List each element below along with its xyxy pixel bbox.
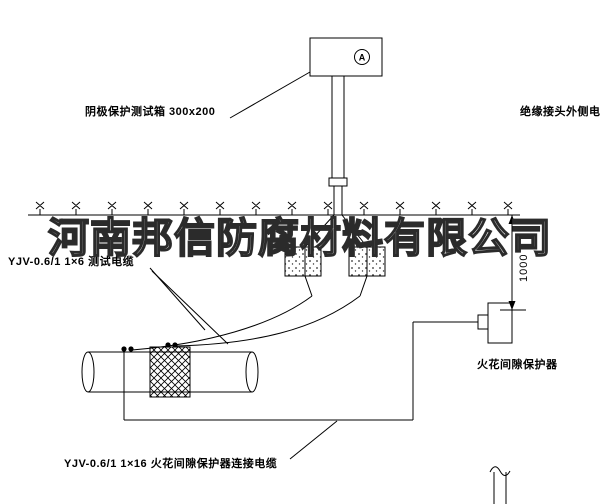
test-cable-run-2 bbox=[175, 295, 361, 347]
concrete-block-right bbox=[348, 246, 386, 277]
company-watermark: 河南邦信防腐材料有限公司 bbox=[47, 214, 552, 262]
test-cable-run-1 bbox=[131, 295, 313, 351]
leader-lines bbox=[149, 71, 338, 460]
pipe-end-left bbox=[81, 351, 95, 393]
test-cable-label: YJV-0.6/1 1×6 测试电缆 bbox=[8, 256, 135, 268]
spark-gap-protector-label: 火花间隙保护器 bbox=[477, 359, 558, 371]
dimension-line-1000 bbox=[500, 215, 526, 311]
insulated-joint-cable-label: 绝缘接头外侧电缆 bbox=[520, 106, 600, 118]
ground-hatch-marks bbox=[35, 201, 513, 215]
protector-cable-run bbox=[123, 321, 478, 421]
ammeter-label: A bbox=[359, 53, 366, 63]
test-box-label: 阴极保护测试箱 300x200 bbox=[85, 106, 216, 118]
pipe-riser-symbol bbox=[489, 466, 511, 504]
conduit-riser bbox=[328, 76, 348, 215]
cable-terminals bbox=[121, 342, 178, 352]
concrete-block-left bbox=[284, 246, 322, 277]
leader-test-box bbox=[229, 71, 311, 119]
leader-test-cable-2 bbox=[151, 270, 229, 345]
pipe-sleeve bbox=[149, 346, 191, 398]
pipe-end-right bbox=[245, 351, 259, 393]
leader-connection-cable bbox=[289, 420, 338, 460]
conduit-coupling bbox=[328, 177, 348, 187]
connection-cable-label: YJV-0.6/1 1×16 火花间隙保护器连接电缆 bbox=[64, 458, 278, 470]
spark-gap-protector bbox=[477, 302, 513, 344]
test-box bbox=[309, 37, 383, 77]
ammeter-circle bbox=[354, 49, 370, 65]
pipeline bbox=[81, 346, 259, 398]
